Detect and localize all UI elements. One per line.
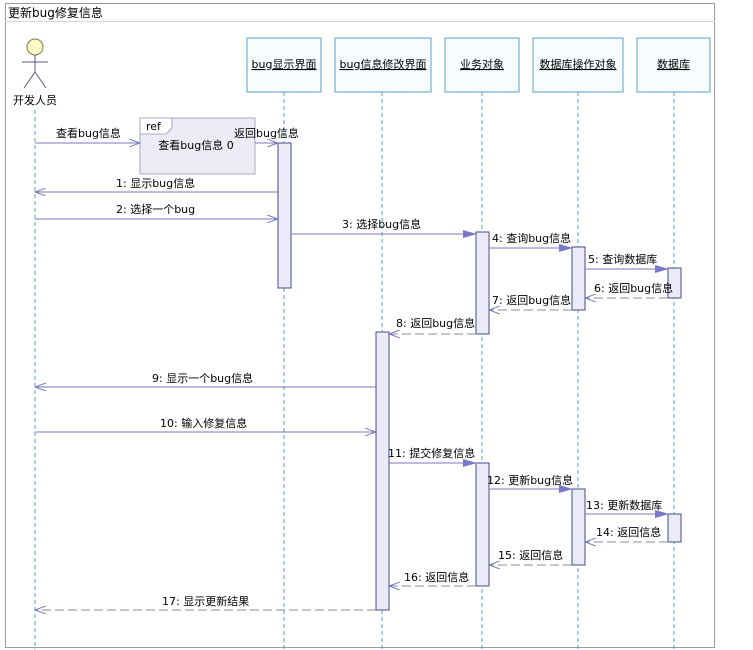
lifeline-header-edit <box>334 37 432 93</box>
ref-fragment-tag-box <box>139 117 173 135</box>
activation-bar-3 <box>571 246 586 311</box>
actor-label: 开发人员 <box>13 93 57 107</box>
activation-bar-1 <box>277 142 292 289</box>
message-label-13: 11: 提交修复信息 <box>388 446 475 460</box>
activation-bar-4 <box>667 267 682 299</box>
activation-bar-7 <box>571 488 586 566</box>
message-label-8: 6: 返回bug信息 <box>594 281 673 295</box>
message-label-1: 查看bug信息 <box>56 126 121 140</box>
actor-head-icon <box>26 38 44 56</box>
diagram-frame <box>5 3 715 648</box>
message-label-15: 13: 更新数据库 <box>586 498 662 512</box>
title-divider <box>5 21 715 22</box>
message-label-7: 5: 查询数据库 <box>588 252 657 266</box>
message-label-3: 1: 显示bug信息 <box>116 176 195 190</box>
actor-leg-left-icon <box>23 71 36 89</box>
message-label-16: 14: 返回信息 <box>596 525 661 539</box>
ref-fragment-tag: ref <box>146 120 162 133</box>
message-label-17: 15: 返回信息 <box>498 548 563 562</box>
ref-fragment-text: 查看bug信息 0 <box>158 138 233 152</box>
lifeline-label-db: 数据库 <box>657 57 690 71</box>
message-label-5: 3: 选择bug信息 <box>342 217 421 231</box>
diagram-title: 更新bug修复信息 <box>8 6 103 20</box>
activation-bar-6 <box>475 462 490 587</box>
message-label-9: 7: 返回bug信息 <box>492 293 571 307</box>
message-label-14: 12: 更新bug信息 <box>487 473 573 487</box>
message-label-6: 4: 查询bug信息 <box>492 231 571 245</box>
lifeline-label-ui: bug显示界面 <box>252 58 317 71</box>
message-label-18: 16: 返回信息 <box>404 570 469 584</box>
activation-bar-5 <box>375 331 390 611</box>
message-label-19: 17: 显示更新结果 <box>162 594 249 608</box>
lifeline-label-edit: bug信息修改界面 <box>340 57 427 71</box>
activation-bar-8 <box>667 513 682 543</box>
lifeline-label-dbop: 数据库操作对象 <box>540 57 617 71</box>
message-label-11: 9: 显示一个bug信息 <box>152 371 253 385</box>
message-label-12: 10: 输入修复信息 <box>160 416 247 430</box>
activation-bar-2 <box>475 231 490 335</box>
lifeline-header-dbop <box>532 37 624 93</box>
message-label-10: 8: 返回bug信息 <box>396 316 475 330</box>
message-label-4: 2: 选择一个bug <box>116 202 195 216</box>
lifeline-label-biz: 业务对象 <box>460 57 504 71</box>
actor-leg-right-icon <box>34 71 47 89</box>
message-label-2: 返回bug信息 <box>234 126 299 140</box>
